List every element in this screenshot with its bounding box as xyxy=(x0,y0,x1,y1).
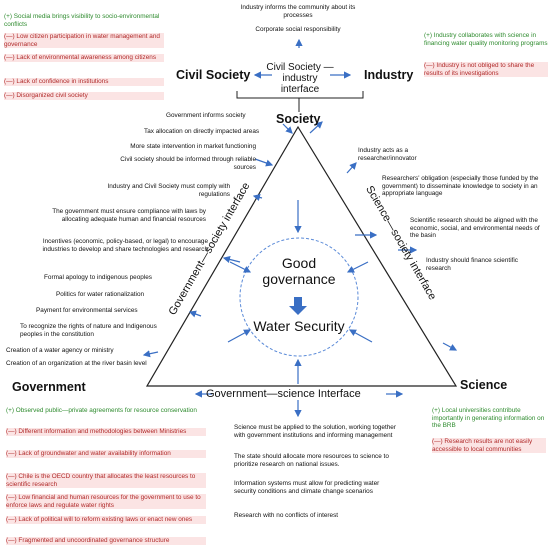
gs-item-11: To recognize the rights of nature and In… xyxy=(20,323,157,338)
science-issue-1: (+) Local universities contribute import… xyxy=(432,407,545,430)
corporate-responsibility-text: Corporate social responsibility xyxy=(255,26,341,33)
civil-issue-2: (—) Low citizen participation in water m… xyxy=(4,33,164,49)
gs-item-1: Government informs society xyxy=(166,112,246,119)
node-society: Society xyxy=(276,112,321,126)
gsci-item-4: Research with no conflicts of interest xyxy=(234,512,339,519)
gs-item-3: More state intervention in market functi… xyxy=(130,143,256,150)
arrow-ss-1 xyxy=(309,121,323,134)
civil-issue-5: (—) Disorganized civil society xyxy=(4,92,164,100)
arrow-in-bottom-right xyxy=(348,329,373,343)
arrow-ss-2 xyxy=(346,162,357,174)
arrow-gs-2 xyxy=(254,158,274,167)
ss-item-1: Industry acts as a researcher/innovator xyxy=(358,147,417,162)
arrow-gs-4 xyxy=(222,255,241,263)
gov-issue-1: (+) Observed public—private agreements f… xyxy=(6,407,197,414)
gov-issue-2: (—) Different information and methodolog… xyxy=(6,428,206,436)
civil-issue-3: (—) Lack of environmental awareness amon… xyxy=(4,54,164,62)
arrow-gs-5 xyxy=(188,310,202,318)
node-civil-society: Civil Society xyxy=(176,68,251,82)
arrow-ss-5 xyxy=(442,342,458,351)
arrow-gs-1 xyxy=(282,123,293,134)
gs-item-8: Formal apology to indigenous peoples xyxy=(44,274,153,281)
civil-industry-interface-label: Civil Society — industry interface xyxy=(266,62,334,95)
gov-science-interface-label: Government—science Interface xyxy=(206,388,361,400)
good-governance-label: Good governance xyxy=(262,255,336,287)
civil-issue-1: (+) Social media brings visibility to so… xyxy=(4,13,160,28)
gs-item-12: Creation of a water agency or ministry xyxy=(6,347,114,354)
science-issue-2: (—) Research results are not easily acce… xyxy=(432,438,546,454)
node-government: Government xyxy=(12,380,86,394)
gs-item-7: Incentives (economic, policy-based, or l… xyxy=(42,238,208,253)
arrow-in-bottom-left xyxy=(227,329,252,343)
center-down-arrow xyxy=(289,297,307,315)
gs-item-5: Industry and Civil Society must comply w… xyxy=(107,183,230,198)
ss-item-4: Industry should finance scientific resea… xyxy=(426,257,519,272)
gsci-item-1: Science must be applied to the solution,… xyxy=(234,424,396,439)
arrow-in-right xyxy=(346,261,369,273)
arrow-gs-3 xyxy=(252,193,263,201)
gov-issue-7: (—) Fragmented and uncoordinated governa… xyxy=(6,537,206,545)
water-security-label: Water Security xyxy=(253,318,345,334)
central-circle xyxy=(239,237,359,357)
arrow-gs-6 xyxy=(142,350,159,358)
gsci-item-2: The state should allocate more resources… xyxy=(234,453,389,468)
gov-issue-4: (—) Chile is the OECD country that alloc… xyxy=(6,473,206,489)
gs-item-2: Tax allocation on directly impacted area… xyxy=(144,128,260,135)
civil-issue-4: (—) Lack of confidence in institutions xyxy=(4,78,164,86)
gs-item-10: Payment for environmental services xyxy=(36,307,138,314)
gsci-item-3: Information systems must allow for predi… xyxy=(234,480,380,495)
gs-item-4: Civil society should be informed through… xyxy=(120,156,256,171)
gs-item-13: Creation of an organization at the river… xyxy=(6,360,147,367)
node-industry: Industry xyxy=(364,68,414,82)
governance-triangle xyxy=(145,125,458,387)
arrow-in-left xyxy=(229,261,252,273)
node-science: Science xyxy=(460,378,508,392)
industry-issue-1: (+) Industry collaborates with science i… xyxy=(424,32,548,47)
top-bracket xyxy=(236,91,364,99)
gov-issue-6: (—) Lack of political will to reform exi… xyxy=(6,516,206,524)
industry-informs-text: Industry informs the community about its… xyxy=(240,4,356,19)
gov-issue-5: (—) Low financial and human resources fo… xyxy=(6,494,206,510)
ss-item-3: Scientific research should be aligned wi… xyxy=(410,217,540,240)
ss-item-2: Researchers' obligation (especially thos… xyxy=(382,175,539,198)
gs-item-6: The government must ensure compliance wi… xyxy=(52,208,206,223)
industry-issue-2: (—) Industry is not obliged to share the… xyxy=(424,62,548,78)
gov-issue-3: (—) Lack of groundwater and water availa… xyxy=(6,450,206,458)
gs-item-9: Politics for water rationalization xyxy=(56,291,145,298)
